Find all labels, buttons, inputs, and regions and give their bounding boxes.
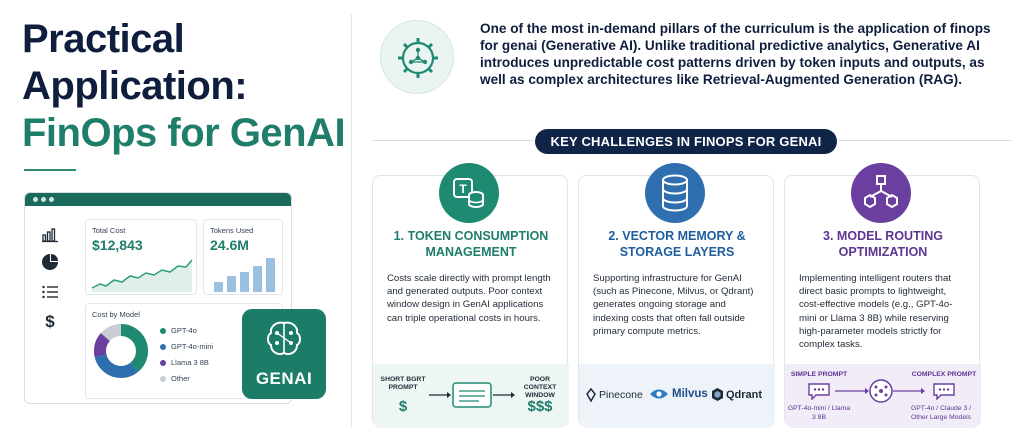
total-cost-value: $12,843: [92, 237, 143, 253]
dollar-icon[interactable]: $: [45, 312, 55, 331]
challenge-card-token: T 1. TOKEN CONSUMPTION MANAGEMENT Costs …: [372, 163, 569, 428]
qdrant-icon: [712, 388, 723, 401]
tokens-bar-chart: [214, 258, 275, 292]
tokens-used-label: Tokens Used: [210, 226, 254, 235]
title-line-3: FinOps for GenAI: [22, 111, 346, 155]
section-rule-left: [372, 140, 534, 141]
context-window-arrow: [429, 382, 515, 408]
challenge-title: 3. MODEL ROUTING OPTIMIZATION: [823, 229, 943, 259]
genai-badge: GENAI: [242, 309, 326, 399]
milvus-icon: [650, 389, 668, 399]
challenge-description: Supporting infrastructure for GenAI (suc…: [593, 273, 754, 337]
simple-prompt-label: SIMPLE PROMPT: [790, 371, 848, 378]
short-prompt-label: SHORT BGRT PROMPT: [380, 376, 426, 391]
legend-item: Llama 3 8B: [160, 358, 209, 367]
model-router-flow: SIMPLE PROMPT COMPLEX PROMPT GPT-4o-mini…: [785, 364, 981, 428]
cost-trend-sparkline: [91, 259, 193, 292]
list-icon[interactable]: [41, 283, 59, 301]
title-underline: [24, 169, 76, 171]
bar-chart-icon[interactable]: [41, 225, 59, 243]
dashboard-mockup: $ Total Cost $12,843 Tokens Used 24.6M C…: [24, 192, 292, 404]
gear-network-icon: [398, 38, 438, 78]
total-cost-card: Total Cost $12,843: [85, 219, 197, 295]
qdrant-logo: Qdrant: [711, 387, 762, 402]
short-prompt-cost: $: [398, 398, 408, 415]
window-titlebar: [25, 193, 291, 206]
cost-by-model-label: Cost by Model: [92, 310, 140, 319]
poor-context-cost: $$$: [527, 398, 553, 415]
token-icon: T: [439, 163, 499, 223]
title-line-1: Practical: [22, 17, 185, 61]
database-icon: [645, 163, 705, 223]
pie-chart-icon[interactable]: [41, 253, 59, 271]
challenge-description: Costs scale directly with prompt length …: [387, 273, 551, 324]
complex-prompt-chat-icon: [933, 383, 955, 400]
cost-donut-chart: [94, 324, 148, 378]
simple-prompt-chat-icon: [808, 383, 830, 400]
pinecone-icon: [586, 388, 596, 402]
intro-paragraph: One of the most in-demand pillars of the…: [480, 21, 991, 87]
legend-label: GPT-4o-mini: [171, 342, 214, 351]
window-dot: [33, 197, 38, 202]
challenge-title: 2. VECTOR MEMORY & STORAGE LAYERS: [608, 229, 746, 259]
large-models: GPT-4o / Claude 3 / Other Large Models: [910, 405, 972, 421]
milvus-logo: Milvus: [649, 387, 708, 401]
legend-label: GPT-4o: [171, 326, 197, 335]
brain-circuit-icon: [267, 321, 301, 355]
pinecone-logo: Pinecone: [585, 388, 643, 402]
vector-db-logos: Pinecone Milvus Qdrant: [579, 364, 775, 428]
lightweight-models: GPT-4o-mini / Llama 3 8B: [787, 405, 851, 421]
section-heading-pill: KEY CHALLENGES IN FINOPS FOR GENAI: [535, 129, 837, 154]
challenge-card-routing: 3. MODEL ROUTING OPTIMIZATION Implementi…: [784, 163, 981, 428]
token-cost-flow: SHORT BGRT PROMPT $ POOR CONTEXT WINDOW …: [373, 364, 569, 428]
total-cost-label: Total Cost: [92, 226, 126, 235]
vertical-divider: [351, 14, 352, 428]
legend-item: Other: [160, 374, 190, 383]
genai-label: GENAI: [255, 369, 313, 388]
tokens-used-value: 24.6M: [210, 237, 249, 253]
title-line-2: Application:: [22, 64, 248, 108]
routing-icon: [851, 163, 911, 223]
svg-text:T: T: [459, 182, 467, 196]
challenge-title: 1. TOKEN CONSUMPTION MANAGEMENT: [393, 229, 549, 259]
router-node-icon: [835, 379, 925, 403]
challenge-card-vector: 2. VECTOR MEMORY & STORAGE LAYERS Suppor…: [578, 163, 775, 428]
challenge-description: Implementing intelligent routers that di…: [799, 273, 953, 351]
window-dot: [41, 197, 46, 202]
section-rule-right: [838, 140, 1012, 141]
window-dot: [49, 197, 54, 202]
tokens-used-card: Tokens Used 24.6M: [203, 219, 283, 295]
legend-item: GPT-4o-mini: [160, 342, 213, 351]
intro-icon-circle: [380, 20, 454, 94]
legend-label: Llama 3 8B: [171, 358, 209, 367]
legend-label: Other: [171, 374, 190, 383]
complex-prompt-label: COMPLEX PROMPT: [911, 371, 977, 378]
poor-context-label: POOR CONTEXT WINDOW: [523, 376, 557, 399]
legend-item: GPT-4o: [160, 326, 197, 335]
